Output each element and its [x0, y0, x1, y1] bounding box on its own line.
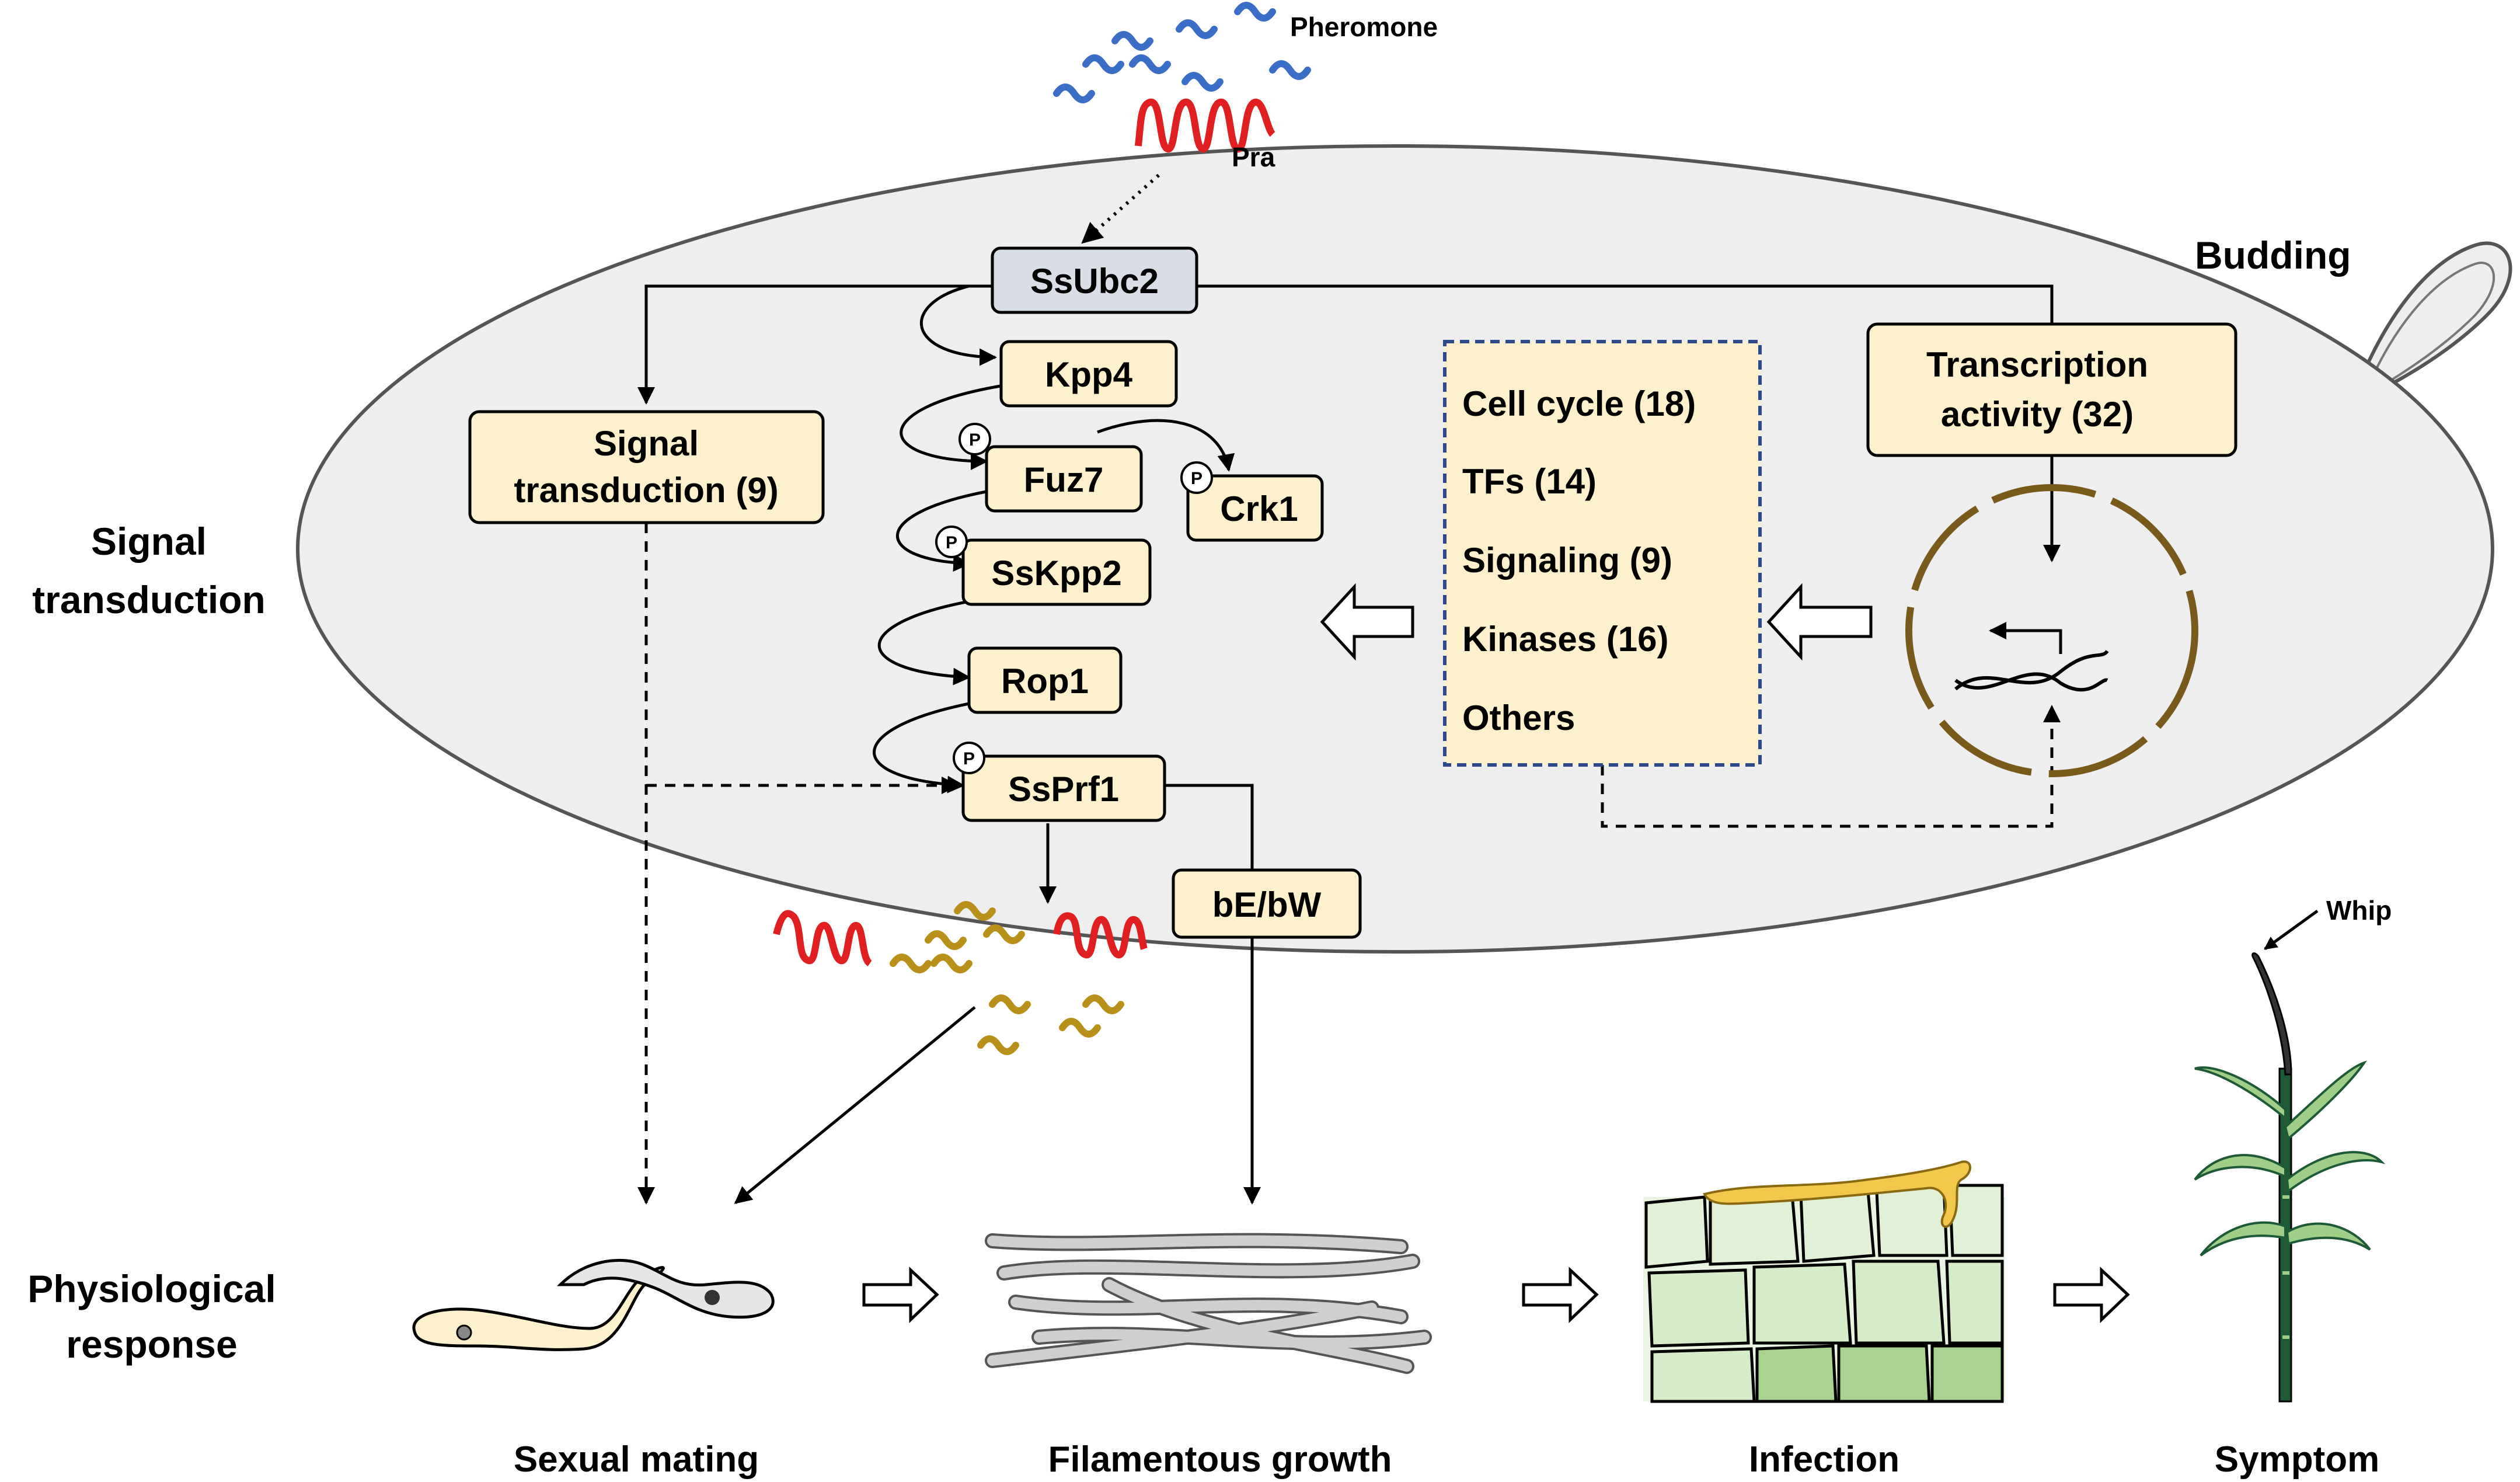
ssprf1-node: SsPrf1 [961, 754, 1166, 822]
transcription-activity-box: Transcription activity (32) [1866, 322, 2237, 457]
svg-text:Rop1: Rop1 [1001, 662, 1089, 701]
svg-text:Signal: Signal [594, 424, 699, 463]
mating-pheromones [890, 901, 1124, 1055]
sugarcane-illustration [2194, 952, 2386, 1403]
be-bw-node: bE/bW [1172, 868, 1362, 939]
phospho-markers: P P P P [935, 423, 1213, 774]
fuz7-node: Fuz7 [985, 445, 1143, 513]
svg-text:Others: Others [1462, 698, 1575, 737]
budding-label: Budding [2195, 234, 2351, 277]
svg-text:bE/bW: bE/bW [1212, 885, 1322, 924]
pheromone-molecules [1053, 2, 1311, 103]
svg-text:TFs (14): TFs (14) [1462, 462, 1597, 501]
cell-body [296, 144, 2494, 954]
stage-label-filamentous-growth: Filamentous growth [1048, 1439, 1392, 1480]
mating-cells-illustration [412, 1258, 775, 1351]
stage-label-infection: Infection [1749, 1439, 1899, 1480]
signal-transduction-box: Signal transduction (9) [468, 410, 825, 524]
svg-text:Crk1: Crk1 [1220, 489, 1298, 528]
gene-category-list: Cell cycle (18) TFs (14) Signaling (9) K… [1443, 340, 1762, 767]
svg-text:P: P [946, 533, 957, 552]
receptor-right [1053, 912, 1148, 958]
svg-text:Transcription: Transcription [1926, 345, 2148, 384]
hollow-arrow-left-2 [1320, 583, 1414, 661]
svg-text:P: P [1191, 469, 1203, 488]
pra-receptor [1135, 99, 1275, 152]
pra-label: Pra [1232, 142, 1275, 172]
hollow-arrow-right-2 [1522, 1267, 1599, 1323]
svg-text:SsKpp2: SsKpp2 [991, 554, 1121, 593]
pheromone-label: Pheromone [1290, 12, 1438, 42]
sskpp2-node: SsKpp2 [961, 538, 1152, 606]
signal-transduction-label-l2: transduction [32, 578, 266, 621]
rop1-node: Rop1 [967, 646, 1123, 714]
svg-text:SsPrf1: SsPrf1 [1008, 770, 1119, 809]
physiological-response-label: Physiological [27, 1267, 276, 1310]
svg-text:Kinases (16): Kinases (16) [1462, 620, 1669, 659]
svg-text:Signaling (9): Signaling (9) [1462, 541, 1672, 580]
svg-text:Fuz7: Fuz7 [1024, 460, 1104, 499]
stage-label-sexual-mating: Sexual mating [514, 1439, 759, 1480]
whip-label: Whip [2326, 895, 2392, 926]
kpp4-node: Kpp4 [999, 340, 1178, 408]
svg-text:P: P [969, 430, 981, 450]
nucleus [1905, 484, 2198, 777]
cell [296, 144, 2512, 954]
hyphae-illustration [985, 1233, 1432, 1374]
physiological-response-label-l2: response [66, 1323, 237, 1366]
crk1-node: Crk1 [1186, 474, 1324, 542]
stage-label-symptom: Symptom [2215, 1439, 2379, 1480]
svg-text:P: P [963, 749, 975, 768]
svg-text:Kpp4: Kpp4 [1045, 355, 1133, 394]
svg-text:activity (32): activity (32) [1941, 395, 2134, 434]
hollow-arrow-left-1 [1766, 583, 1873, 661]
ssubc2-node: SsUbc2 [991, 246, 1198, 314]
signal-transduction-label: Signal [91, 520, 207, 563]
whip-icon [2251, 952, 2292, 1076]
receptor-left [773, 910, 873, 966]
svg-text:SsUbc2: SsUbc2 [1030, 262, 1159, 301]
hollow-arrow-right-3 [2053, 1267, 2130, 1323]
hollow-arrow-right-1 [862, 1267, 939, 1323]
infection-illustration [1643, 1160, 2005, 1403]
svg-text:Cell cycle (18): Cell cycle (18) [1462, 384, 1696, 423]
svg-text:transduction (9): transduction (9) [514, 471, 778, 510]
